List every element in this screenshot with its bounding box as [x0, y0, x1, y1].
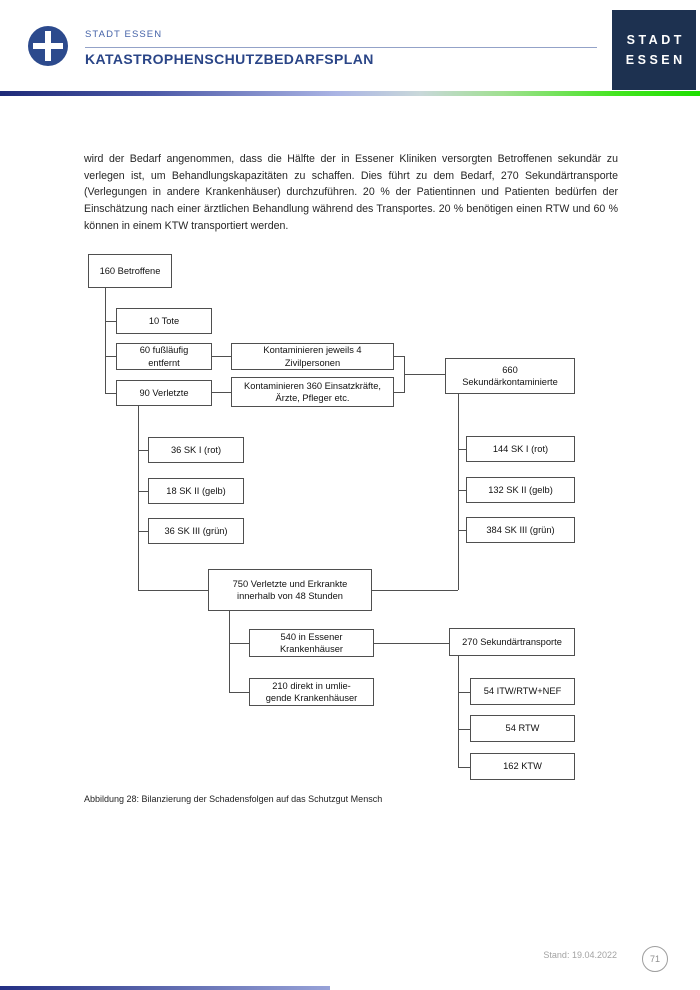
connector-line [458, 767, 470, 768]
node-54-itw-rtw-nef: 54 ITW/RTW+NEF [470, 678, 575, 705]
plus-logo-icon [28, 26, 68, 66]
connector-line [105, 321, 116, 322]
connector-line [229, 611, 230, 692]
node-162-ktw: 162 KTW [470, 753, 575, 780]
connector-line [458, 449, 466, 450]
connector-line [212, 356, 231, 357]
connector-line [374, 643, 449, 644]
node-60-fussläufig-entfernt: 60 fußläufig entfernt [116, 343, 212, 370]
connector-line [404, 374, 445, 375]
connector-line [138, 491, 148, 492]
connector-line [458, 490, 466, 491]
connector-line [229, 692, 249, 693]
node-132-sk2-gelb: 132 SK II (gelb) [466, 477, 575, 503]
footer-gradient-bar [0, 986, 330, 990]
badge-line1: STADT [626, 33, 685, 47]
page-number: 71 [649, 954, 660, 964]
connector-line [458, 692, 470, 693]
stadt-essen-badge: STADT ESSEN [612, 10, 696, 90]
node-384-sk3-gruen: 384 SK III (grün) [466, 517, 575, 543]
node-kontaminieren-zivilpersonen: Kontaminieren jeweils 4 Zivilpersonen [231, 343, 394, 370]
node-750-verletzte-erkrankte: 750 Verletzte und Erkrankte innerhalb vo… [208, 569, 372, 611]
body-paragraph: wird der Bedarf angenommen, dass die Häl… [84, 153, 618, 232]
node-36-sk3-gruen: 36 SK III (grün) [148, 518, 244, 544]
node-kontaminieren-einsatzkraefte: Kontaminieren 360 Einsatzkräfte, Ärzte, … [231, 377, 394, 407]
connector-line [105, 288, 106, 393]
page-number-badge: 71 [642, 946, 668, 972]
figure-caption: Abbildung 28: Bilanzierung der Schadensf… [84, 794, 383, 804]
node-18-sk2-gelb: 18 SK II (gelb) [148, 478, 244, 504]
connector-line [394, 356, 404, 357]
connector-line [105, 393, 116, 394]
connector-line [138, 406, 139, 590]
connector-line [458, 729, 470, 730]
node-210-umliegende-krankenhaeuser: 210 direkt in umlie- gende Krankenhäuser [249, 678, 374, 706]
node-160-betroffene: 160 Betroffene [88, 254, 172, 288]
header-divider [85, 47, 597, 48]
header-gradient-bar [0, 91, 700, 96]
connector-line [229, 643, 249, 644]
connector-line [458, 530, 466, 531]
document-title: KATASTROPHENSCHUTZBEDARFSPLAN [85, 51, 374, 67]
node-270-sekundaertransporte: 270 Sekundärtransporte [449, 628, 575, 656]
org-name: STADT ESSEN [85, 29, 163, 40]
connector-line [138, 590, 208, 591]
connector-line [138, 450, 148, 451]
connector-line [372, 590, 458, 591]
connector-line [394, 392, 405, 393]
badge-line2: ESSEN [625, 53, 686, 67]
node-36-sk1-rot: 36 SK I (rot) [148, 437, 244, 463]
node-540-essener-krankenhaeuser: 540 in Essener Krankenhäuser [249, 629, 374, 657]
connector-line [212, 392, 231, 393]
footer-date: Stand: 19.04.2022 [543, 950, 617, 960]
connector-line [458, 394, 459, 590]
node-54-rtw: 54 RTW [470, 715, 575, 742]
connector-line [105, 356, 116, 357]
connector-line [138, 531, 148, 532]
node-10-tote: 10 Tote [116, 308, 212, 334]
node-660-sekundaerkontaminierte: 660 Sekundärkontaminierte [445, 358, 575, 394]
connector-line [458, 656, 459, 767]
node-144-sk1-rot: 144 SK I (rot) [466, 436, 575, 462]
node-90-verletzte: 90 Verletzte [116, 380, 212, 406]
